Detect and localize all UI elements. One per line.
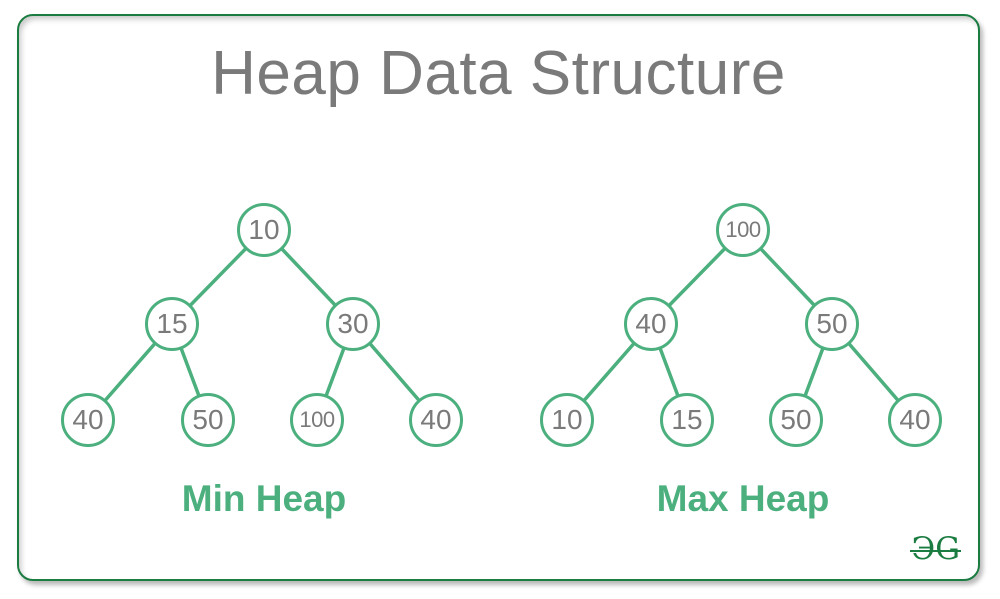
heap-node: 50	[769, 393, 823, 447]
heap-node: 100	[716, 203, 770, 257]
heap-node: 40	[888, 393, 942, 447]
node-value: 40	[420, 404, 452, 435]
node-value: 15	[671, 404, 703, 435]
heap-node: 10	[540, 393, 594, 447]
heap-node: 15	[145, 297, 199, 351]
node-value: 40	[635, 308, 667, 339]
node-value: 50	[780, 404, 812, 435]
max-heap-label: Max Heap	[656, 478, 830, 519]
heap-node: 50	[805, 297, 859, 351]
geeksforgeeks-logo: ЭG	[909, 531, 961, 567]
node-value: 100	[299, 407, 335, 432]
node-value: 10	[551, 404, 583, 435]
heap-node: 50	[181, 393, 235, 447]
diagram-card: Heap Data Structure 10 15 30 40 50 100 4…	[17, 14, 980, 581]
heap-node: 40	[61, 393, 115, 447]
max-heap-tree: 100 40 50 10 15 50 40 Max Heap	[523, 177, 963, 522]
node-value: 30	[337, 308, 369, 339]
node-value: 50	[816, 308, 848, 339]
heap-node: 100	[290, 393, 344, 447]
heap-node: 15	[660, 393, 714, 447]
node-value: 50	[192, 404, 224, 435]
node-value: 40	[72, 404, 104, 435]
node-value: 40	[899, 404, 931, 435]
heap-node: 30	[326, 297, 380, 351]
node-value: 100	[725, 217, 761, 242]
heap-node: 40	[409, 393, 463, 447]
heap-node: 10	[237, 203, 291, 257]
node-value: 10	[248, 214, 280, 245]
page-title: Heap Data Structure	[211, 39, 786, 108]
geeksforgeeks-logo-text: ЭG	[911, 531, 960, 567]
min-heap-label: Min Heap	[181, 478, 347, 519]
heap-node: 40	[624, 297, 678, 351]
logo-strike-bar	[909, 550, 961, 553]
node-value: 15	[156, 308, 188, 339]
min-heap-tree: 10 15 30 40 50 100 40 Min Heap	[44, 177, 484, 522]
